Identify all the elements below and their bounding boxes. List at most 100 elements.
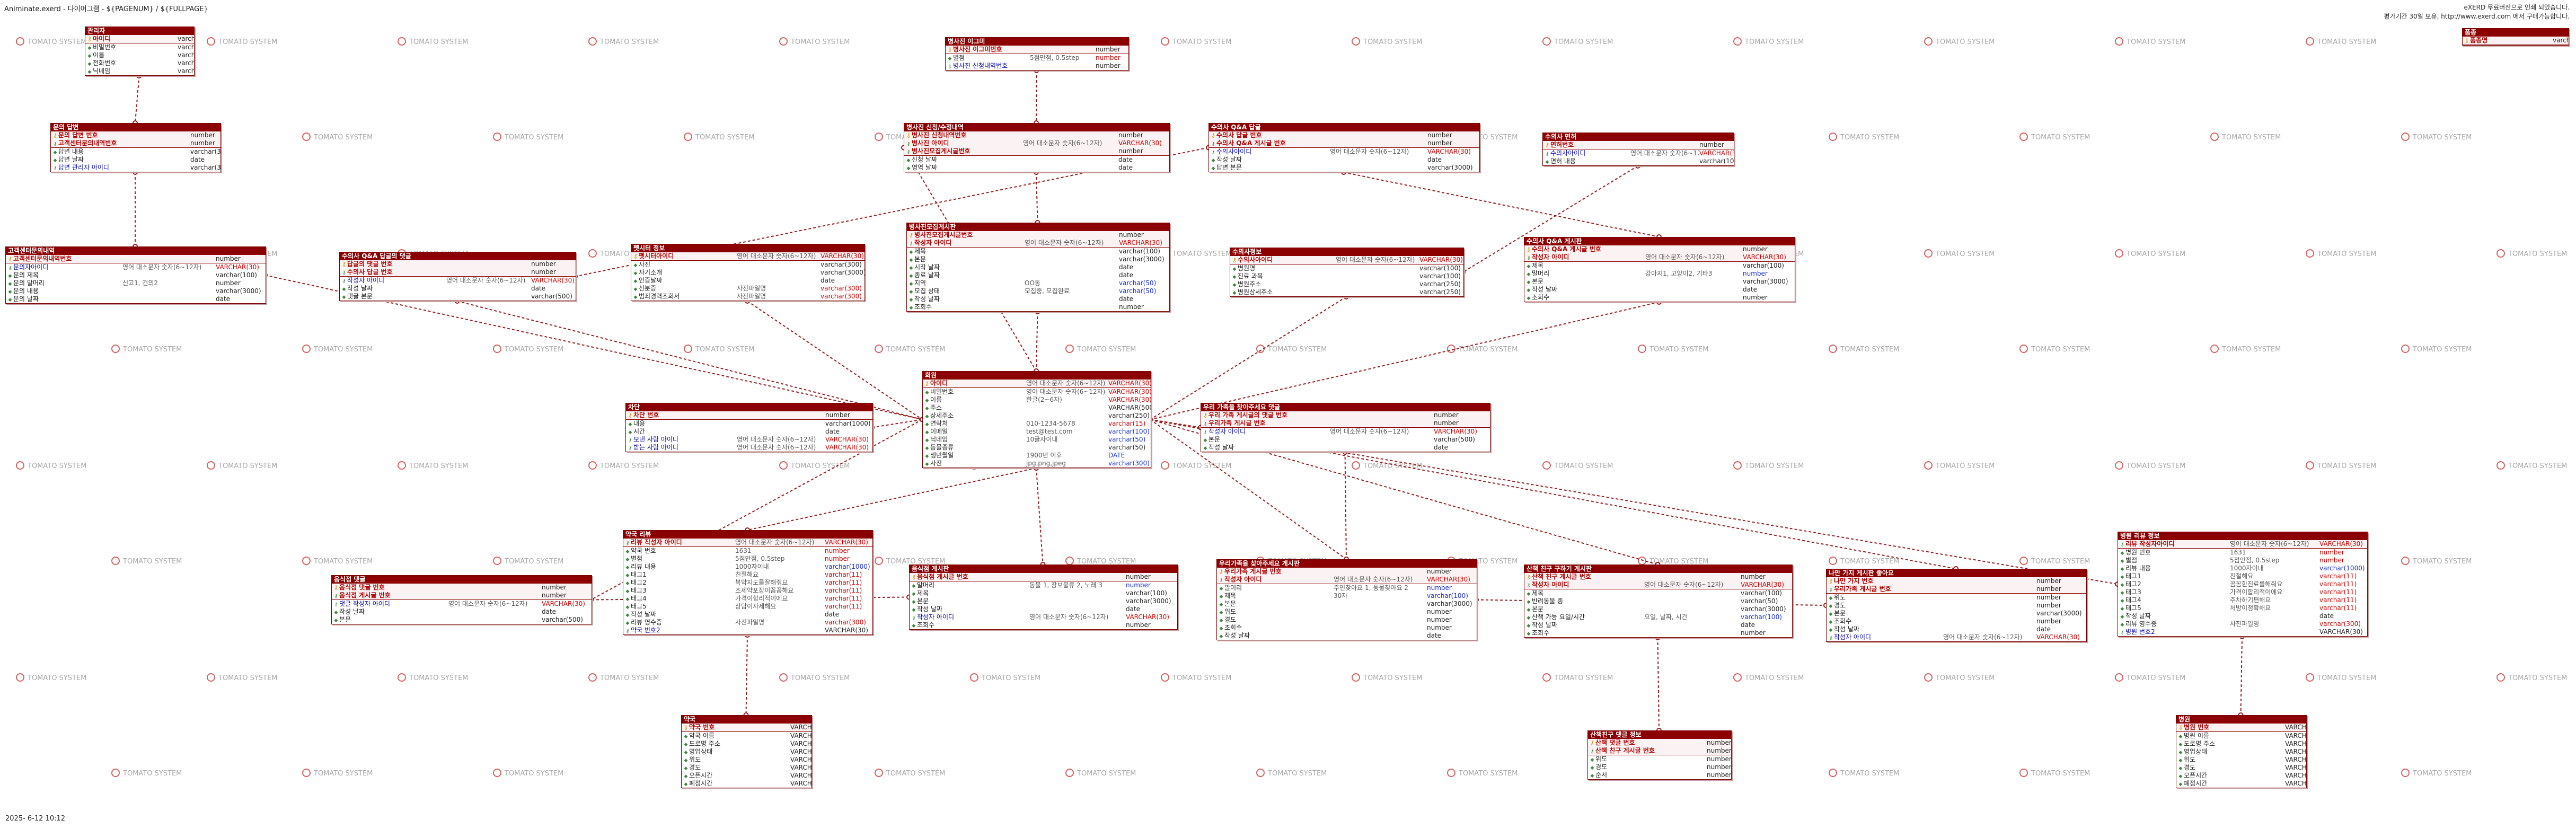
column-row[interactable]: ◆오픈시간VARCHAR(10) [2176, 772, 2306, 780]
column-row[interactable]: ◆영업상태VARCHAR(20) [2176, 748, 2306, 756]
pk-column-row[interactable]: ⚷약국 번호VARCHAR(30) [682, 724, 811, 731]
column-row[interactable]: ◆폐점시간VARCHAR(10) [2176, 780, 2306, 788]
column-row[interactable]: ◆비밀번호varchar(30) [85, 43, 194, 51]
column-row[interactable]: ◆위도VARCHAR(30) [682, 756, 811, 764]
column-row[interactable]: ◆오픈시간VARCHAR(10) [682, 772, 811, 780]
column-row[interactable]: ◆경도VARCHAR(30) [682, 764, 811, 772]
entity-species[interactable]: 품종⚷품종명varchar(200) [2462, 28, 2569, 46]
